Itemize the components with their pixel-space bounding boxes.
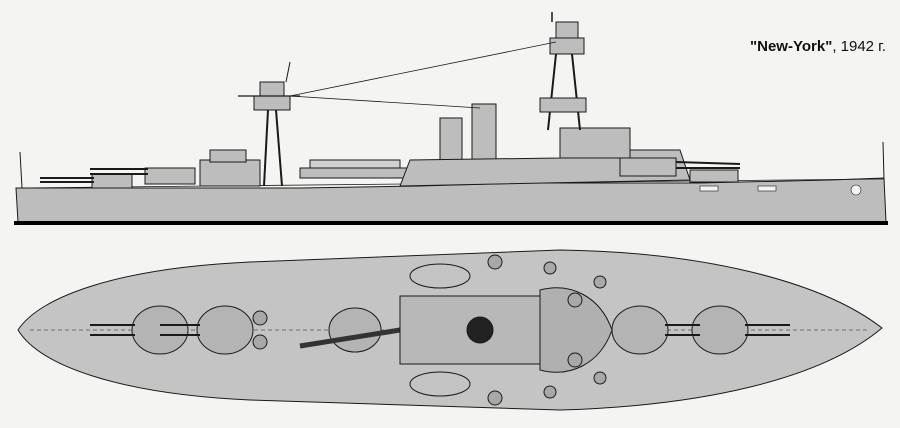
plan-funnel (466, 316, 494, 344)
plan-turrets (131, 305, 749, 355)
drawing-caption: "New-York", 1942 г. (750, 38, 886, 55)
plan-gun-barrels (90, 324, 790, 336)
stern-flagstaff (882, 141, 885, 181)
ship-name: "New-York" (750, 38, 833, 55)
boat-deck-upper (409, 263, 471, 289)
plan-turret-2 (196, 305, 254, 355)
side-profile-view (14, 12, 888, 225)
boat-deck-lower (409, 371, 471, 397)
foremast (238, 61, 300, 187)
plan-bridge (539, 287, 613, 373)
plan-turret-3 (328, 307, 382, 353)
funnel (471, 103, 497, 167)
plan-turret-4 (611, 305, 669, 355)
plan-view (17, 249, 883, 411)
turret-4 (619, 157, 677, 177)
catapult (299, 327, 401, 349)
portholes (699, 184, 862, 196)
superstructure-fwd (199, 159, 261, 187)
mainmast (539, 12, 587, 131)
aa-guns (252, 254, 607, 406)
caption-year: , 1942 г. (832, 38, 886, 55)
aerial-wire (289, 41, 557, 97)
turret-5 (689, 169, 739, 183)
plan-turret-5 (691, 305, 749, 355)
bow-jackstaff (19, 151, 23, 189)
waterline (14, 221, 888, 225)
plan-turret-1 (131, 305, 189, 355)
turret-2 (144, 167, 196, 185)
turret-1 (91, 173, 133, 189)
